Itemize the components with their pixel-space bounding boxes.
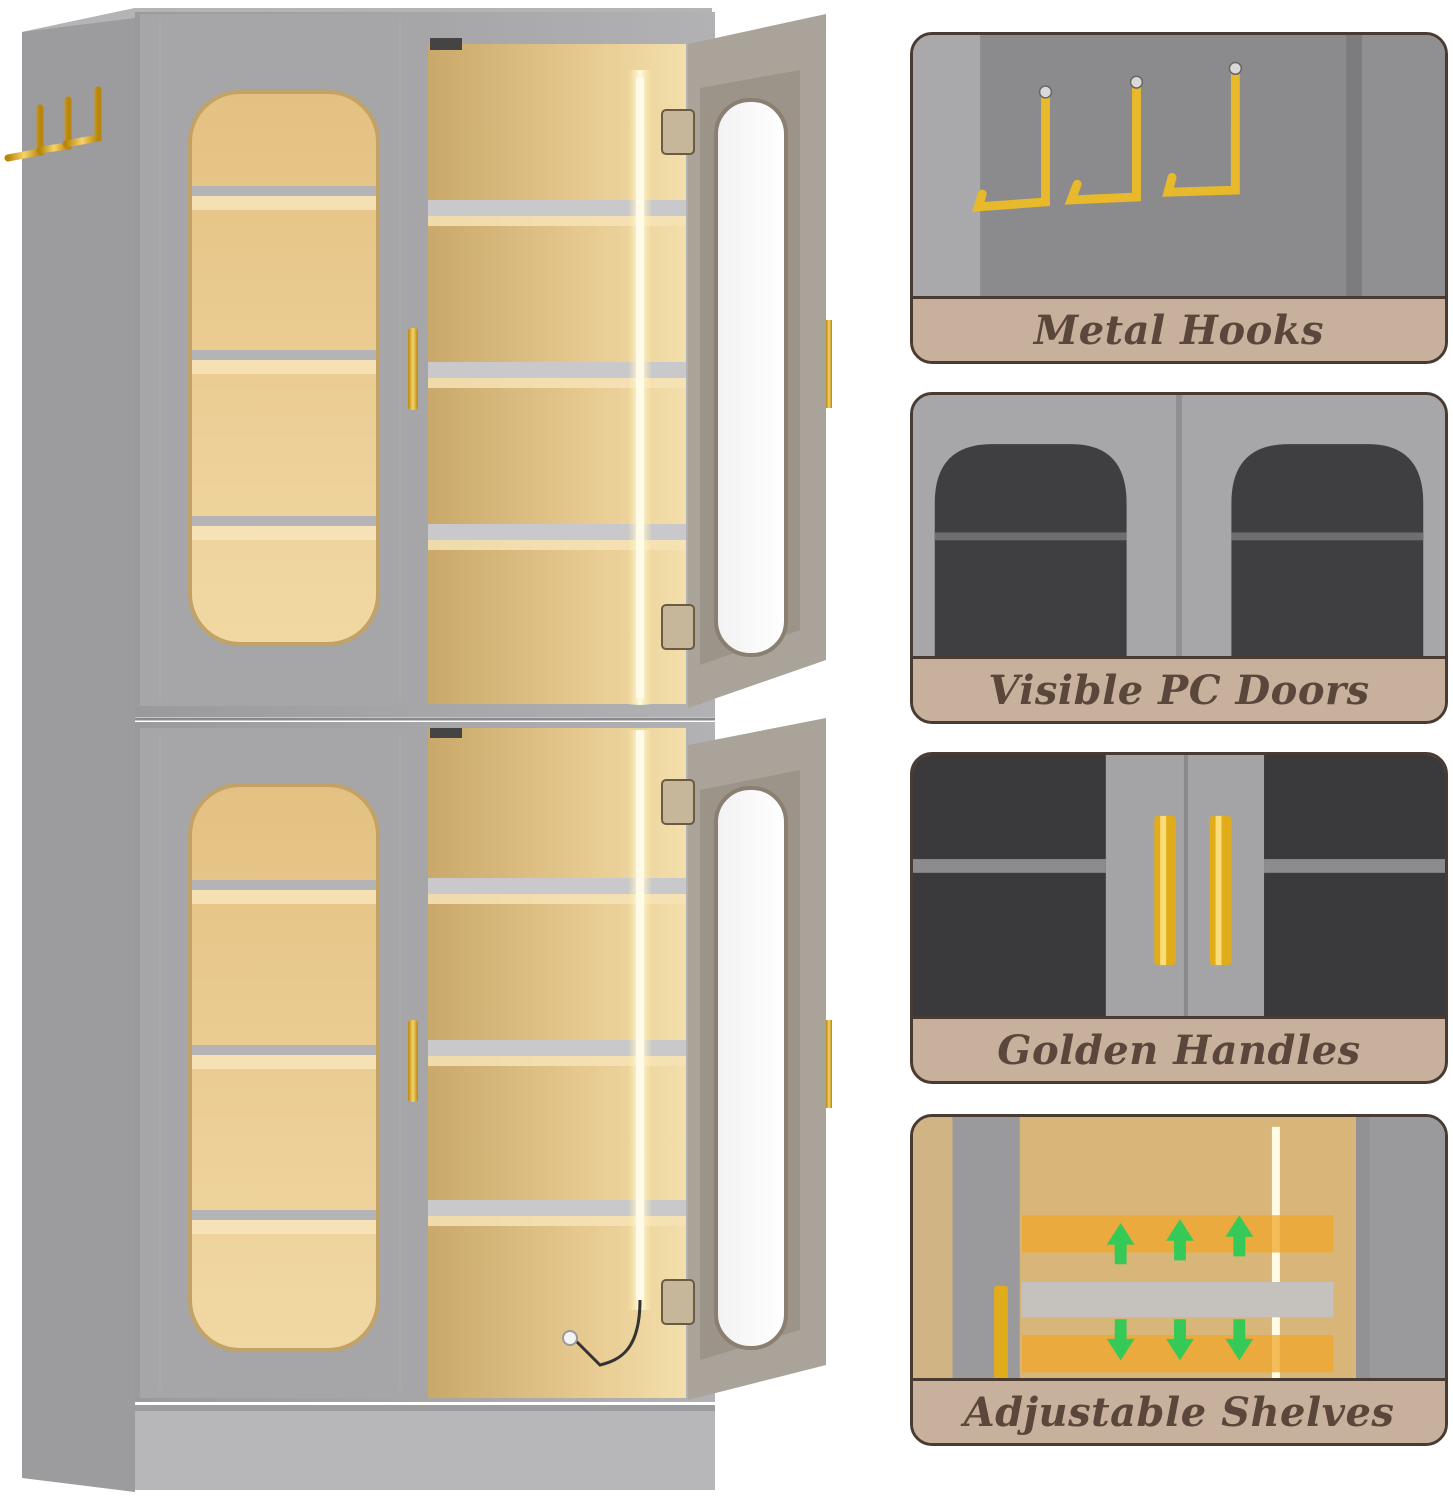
feature-panel-visible-pc-doors: Visible PC Doors bbox=[910, 392, 1448, 724]
feature-panel-adjustable-shelves: Adjustable Shelves bbox=[910, 1114, 1448, 1446]
upper-door-handle bbox=[408, 328, 418, 410]
feature-panel-metal-hooks: Metal Hooks bbox=[910, 32, 1448, 364]
shelf-handle bbox=[994, 1285, 1008, 1394]
lower-door-handle bbox=[408, 1020, 418, 1102]
feature-label-metal-hooks: Metal Hooks bbox=[913, 296, 1445, 361]
upper-right-door-glass bbox=[714, 98, 788, 657]
cabinet-product-image bbox=[4, 8, 832, 1492]
cabinet-base bbox=[135, 1405, 715, 1490]
up-arrow-icon bbox=[1106, 1215, 1254, 1265]
feature-label-visible-pc-doors: Visible PC Doors bbox=[913, 656, 1445, 721]
cabinet-side-panel bbox=[22, 8, 135, 1492]
hook-icon bbox=[972, 63, 1240, 212]
feature-panel-golden-handles: Golden Handles bbox=[910, 752, 1448, 1084]
feature-label-golden-handles: Golden Handles bbox=[913, 1016, 1445, 1081]
feature-label-adjustable-shelves: Adjustable Shelves bbox=[913, 1378, 1445, 1443]
down-arrow-icon bbox=[1106, 1319, 1254, 1361]
hook-icon bbox=[4, 86, 102, 162]
lower-right-door-glass bbox=[714, 786, 788, 1350]
